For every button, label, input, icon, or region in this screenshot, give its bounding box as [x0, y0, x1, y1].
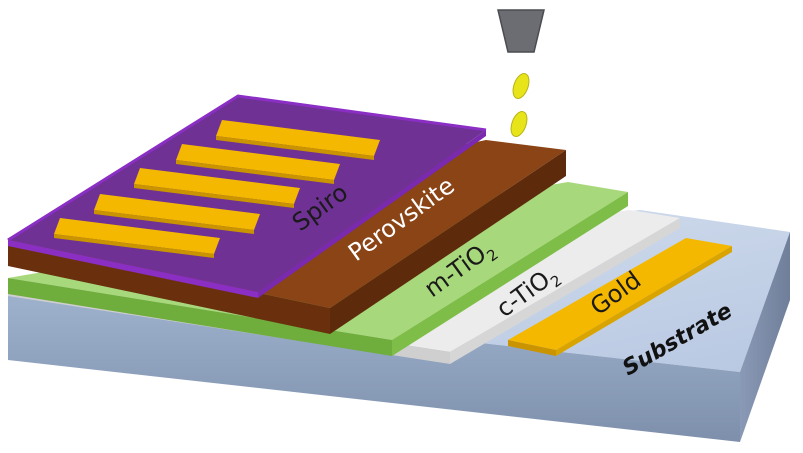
inkjet-nozzle — [497, 9, 545, 53]
spiro-side — [258, 130, 486, 298]
gold-electrode — [54, 218, 220, 258]
gold-electrodes — [54, 120, 380, 258]
c-tio2-side — [450, 218, 680, 364]
substrate-front — [8, 290, 740, 442]
spiro-edge — [7, 94, 487, 242]
nozzle-icon — [497, 9, 545, 53]
gold-electrode — [216, 120, 380, 160]
gold-electrode — [94, 194, 260, 234]
ink-droplets — [510, 73, 530, 137]
gold-electrode — [176, 144, 340, 184]
perovskite-side — [330, 150, 566, 334]
m-tio2-side — [392, 192, 628, 356]
gold-electrode — [134, 168, 300, 208]
droplet-icon — [512, 73, 530, 99]
gold-contact-side — [556, 246, 732, 356]
substrate-side — [740, 232, 790, 442]
gold-contact-front — [508, 340, 556, 356]
spiro-front — [8, 240, 258, 298]
droplet-icon — [510, 111, 528, 137]
gold-contact-top — [508, 238, 732, 350]
m-tio2-front — [8, 278, 392, 356]
gold-contact — [508, 238, 732, 356]
perovskite-front — [8, 240, 330, 334]
